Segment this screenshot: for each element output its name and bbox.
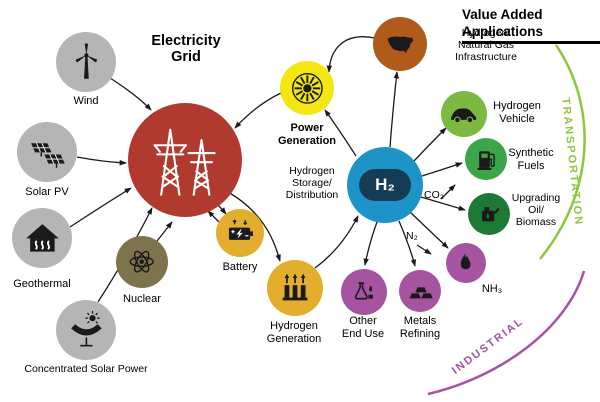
hydrogen-generation-label: Hydrogen Generation [266,320,322,345]
electrolyzer-icon [282,273,308,301]
metals-refining-node-circle [399,270,441,312]
arrow-infrastructure-to-power-generation [326,36,376,73]
geothermal-label: Geothermal [13,278,71,290]
hydrogen-vehicle-label: Hydrogen Vehicle [493,100,541,125]
arrow-h2-to-infrastructure [389,71,400,148]
flask-and-droplet-icon [355,282,374,300]
battery-label: Battery [222,261,258,273]
other-end-use-node-circle [341,269,387,315]
battery-node-circle [216,209,264,257]
atom-icon [129,251,155,273]
arrow-h2-to-metals [398,220,417,267]
nuclear-node-circle [116,236,168,288]
csp-label: Concentrated Solar Power [24,363,148,375]
arrow-hydrogen-generation-to-h2 [314,215,359,269]
hydrogen-generation-node-circle [267,260,323,316]
wind-turbine-icon [75,42,97,79]
concentrated-solar-dish-icon [70,310,102,347]
electricity-grid-node-circle [128,103,242,217]
arrow-nuclear-to-grid [156,221,173,242]
nh3-label: NH₃ [481,283,503,295]
arrow-battery-to-grid [207,210,220,223]
metals-refining-label: Metals Refining [399,315,441,340]
arrow-n2-input [416,244,432,255]
hydrogen-storage-node-circle: H₂ [347,147,423,223]
csp-node-circle [56,300,116,360]
upgrading-label: Upgrading Oil/ Biomass [511,192,561,229]
arrow-h2-to-other-end-use [363,221,378,266]
synthetic-fuels-node-circle [465,138,507,180]
solar-panel-icon [30,142,65,168]
solar-pv-label: Solar PV [25,186,69,198]
upgrading-node-circle [468,193,510,235]
power-generation-node-circle [280,61,334,115]
battery-icon [228,219,253,240]
solar-pv-node-circle [17,122,77,182]
wind-label: Wind [73,95,99,107]
wind-node-circle [56,32,116,92]
usa-map-icon [387,36,413,54]
nh3-node-circle [446,243,486,283]
flame-icon [461,253,471,270]
hydrogen-vehicle-node-circle [441,91,487,137]
turbine-fan-icon [291,72,323,104]
metal-ingots-icon [409,287,433,299]
transmission-towers-icon [153,128,217,197]
synthetic-fuels-label: Synthetic Fuels [508,147,554,172]
arrow-h2-to-vehicle [413,127,447,162]
n2-flow-label: N₂ [406,230,418,242]
power-generation-label: Power Generation [277,122,337,147]
infrastructure-node-circle [373,17,427,71]
geothermal-house-icon [25,223,59,252]
car-icon [451,108,477,124]
fuel-pump-icon [477,151,495,170]
arrow-solar-to-grid [76,156,127,166]
other-end-use-label: Other End Use [341,315,385,340]
oil-can-icon [481,206,500,222]
hydrogen-tank-icon: H₂ [359,169,411,201]
co2-flow-label: CO₂ [424,189,444,201]
nuclear-label: Nuclear [123,293,161,305]
arrow-h2-to-synthetic-fuels [421,162,463,177]
value-added-underline [462,41,600,44]
h2-symbol: H₂ [375,175,395,194]
electricity-grid-label: Electricity Grid [151,33,221,65]
hydrogen-storage-label: Hydrogen Storage/ Distribution [285,165,339,202]
value-added-applications-heading: Value Added Applications [462,7,544,39]
geothermal-node-circle [12,208,72,268]
